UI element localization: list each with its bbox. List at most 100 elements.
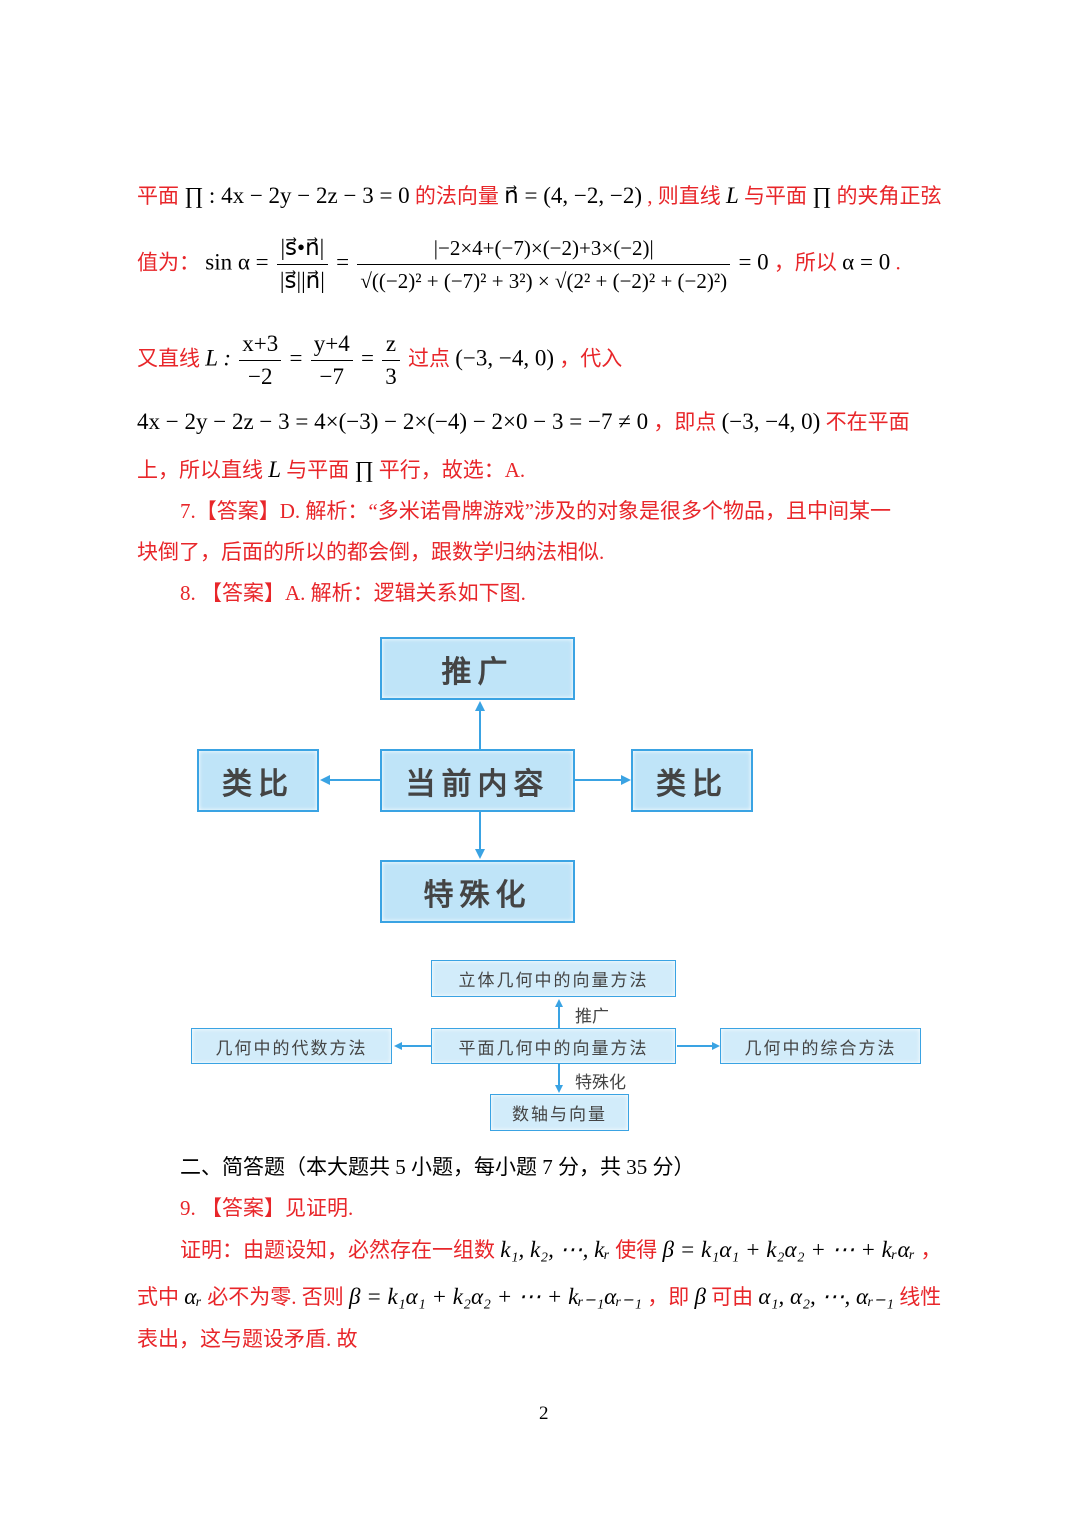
arrow-left-icon [394, 1042, 402, 1050]
arrow-left-icon [320, 775, 330, 785]
connector [558, 1064, 560, 1086]
text: 又直线 [137, 346, 200, 371]
numerator: z [382, 328, 400, 361]
connector [677, 1045, 712, 1047]
text: ，即 [647, 1285, 690, 1309]
arrow-right-icon [712, 1042, 720, 1050]
math: 4x − 2y − 2z − 3 = 4×(−3) − 2×(−4) − 2×0… [137, 409, 649, 434]
denominator: |s⃗||n⃗| [279, 268, 325, 293]
box-number-axis-vector: 数轴与向量 [490, 1094, 629, 1131]
arrow-up-icon [475, 701, 485, 711]
math: L [725, 183, 739, 208]
box-analogy-right: 类比 [631, 749, 753, 812]
math: (−3, −4, 0) [721, 409, 821, 434]
text: , 则直线 [647, 184, 721, 208]
text: 过点 [407, 346, 450, 371]
text: 证明：由题设知，必然存在一组数 [180, 1238, 495, 1262]
text: 平面 [137, 184, 179, 208]
denominator: −7 [319, 364, 344, 389]
line-substitution: 4x − 2y − 2z − 3 = 4×(−3) − 2×(−4) − 2×0… [137, 408, 910, 436]
text: 不在平面 [825, 410, 910, 434]
box-algebraic-method: 几何中的代数方法 [191, 1028, 392, 1064]
numerator: |−2×4+(−7)×(−2)+3×(−2)| [357, 232, 731, 265]
math: = [336, 249, 350, 275]
label-generalize: 推广 [575, 1007, 609, 1027]
box-plane-geometry-vector: 平面几何中的向量方法 [431, 1028, 676, 1064]
arrow-down-icon [475, 849, 485, 859]
label-specialize: 特殊化 [575, 1073, 626, 1093]
box-analogy-left: 类比 [197, 749, 319, 812]
arrow-down-icon [555, 1085, 563, 1093]
text: 式中 [137, 1285, 179, 1309]
text: 值为： [137, 250, 200, 275]
box-synthetic-method: 几何中的综合方法 [720, 1028, 921, 1064]
numerator: x+3 [239, 328, 282, 361]
numerator: |s⃗•n⃗| [276, 232, 328, 265]
text: 与平面 [744, 184, 808, 208]
connector [402, 1045, 431, 1047]
connector [479, 812, 481, 850]
math: = [361, 345, 374, 371]
text: ， [920, 1238, 942, 1262]
math: n⃗ = (4, −2, −2) [504, 183, 642, 208]
text: 的夹角正弦 [836, 184, 942, 208]
math: (−3, −4, 0) [455, 345, 554, 371]
math: ∏ : 4x − 2y − 2z − 3 = 0 [184, 183, 410, 208]
box-current-content: 当前内容 [380, 749, 575, 812]
math: = [289, 345, 303, 371]
answer-7: 7.【答案】D. 解析：“多米诺骨牌游戏”涉及的对象是很多个物品，且中间某一 [180, 499, 892, 523]
page-number: 2 [539, 1403, 549, 1424]
math: ∏ [354, 457, 374, 482]
line-sine-formula: 值为： sin α = |s⃗•n⃗| |s⃗||n⃗| = |−2×4+(−7)… [137, 232, 901, 297]
proof-line-1: 证明：由题设知，必然存在一组数 k₁, k₂, ⋯, kᵣ 使得 β = k₁α… [180, 1236, 941, 1264]
denominator: √((−2)² + (−7)² + 3²) × √(2² + (−2)² + (… [360, 269, 728, 293]
text: 的法向量 [414, 184, 499, 208]
text: 使得 [615, 1238, 658, 1262]
fraction: y+4−7 [310, 328, 353, 393]
arrow-up-icon [555, 999, 563, 1007]
math: sin α = [205, 249, 269, 275]
proof-line-2: 式中 αᵣ 必不为零. 否则 β = k₁α₁ + k₂α₂ + ⋯ + kᵣ₋… [137, 1283, 941, 1311]
text: ，所以 [773, 250, 837, 275]
denominator: 3 [385, 364, 397, 389]
connector [575, 779, 621, 781]
text: 上，所以直线 [137, 458, 263, 482]
box-specialize: 特殊化 [380, 860, 575, 923]
box-solid-geometry-vector: 立体几何中的向量方法 [431, 960, 676, 997]
fraction: |s⃗•n⃗| |s⃗||n⃗| [276, 232, 328, 297]
answer-9: 9. 【答案】见证明. [180, 1196, 354, 1220]
math: L : [205, 345, 232, 371]
math: k₁, k₂, ⋯, kᵣ [500, 1237, 611, 1262]
math: β [694, 1284, 706, 1309]
math: L [268, 457, 282, 482]
answer-7-cont: 块倒了，后面的所以的都会倒，跟数学归纳法相似. [137, 540, 605, 564]
answer-8: 8. 【答案】A. 解析：逻辑关系如下图. [180, 581, 526, 605]
math: β = k₁α₁ + k₂α₂ + ⋯ + kᵣαᵣ [662, 1237, 916, 1262]
math: ∏ [812, 183, 832, 208]
text: 可由 [711, 1285, 754, 1309]
connector [330, 779, 380, 781]
math: α₁, α₂, ⋯, αᵣ₋₁ [758, 1284, 894, 1309]
math: αᵣ [184, 1284, 202, 1309]
text: . [895, 250, 901, 275]
text: 线性 [899, 1285, 942, 1309]
math: = 0 [738, 249, 769, 275]
proof-line-3: 表出，这与题设矛盾. 故 [137, 1327, 358, 1351]
text: 与平面 [286, 458, 350, 482]
connector [479, 710, 481, 749]
section-heading: 二、简答题（本大题共 5 小题，每小题 7 分，共 35 分） [180, 1155, 695, 1179]
denominator: −2 [248, 364, 273, 389]
box-generalize: 推广 [380, 637, 575, 700]
connector [558, 1006, 560, 1028]
text: ，即点 [653, 410, 717, 434]
math: α = 0 [842, 249, 891, 275]
fraction: |−2×4+(−7)×(−2)+3×(−2)| √((−2)² + (−7)² +… [357, 232, 731, 297]
line-normal-vector: 平面 ∏ : 4x − 2y − 2z − 3 = 0 的法向量 n⃗ = (4… [137, 182, 941, 210]
math: β = k₁α₁ + k₂α₂ + ⋯ + kᵣ₋₁αᵣ₋₁ [348, 1284, 642, 1309]
arrow-right-icon [621, 775, 631, 785]
text: ，代入 [559, 346, 623, 371]
fraction: x+3−2 [239, 328, 282, 393]
